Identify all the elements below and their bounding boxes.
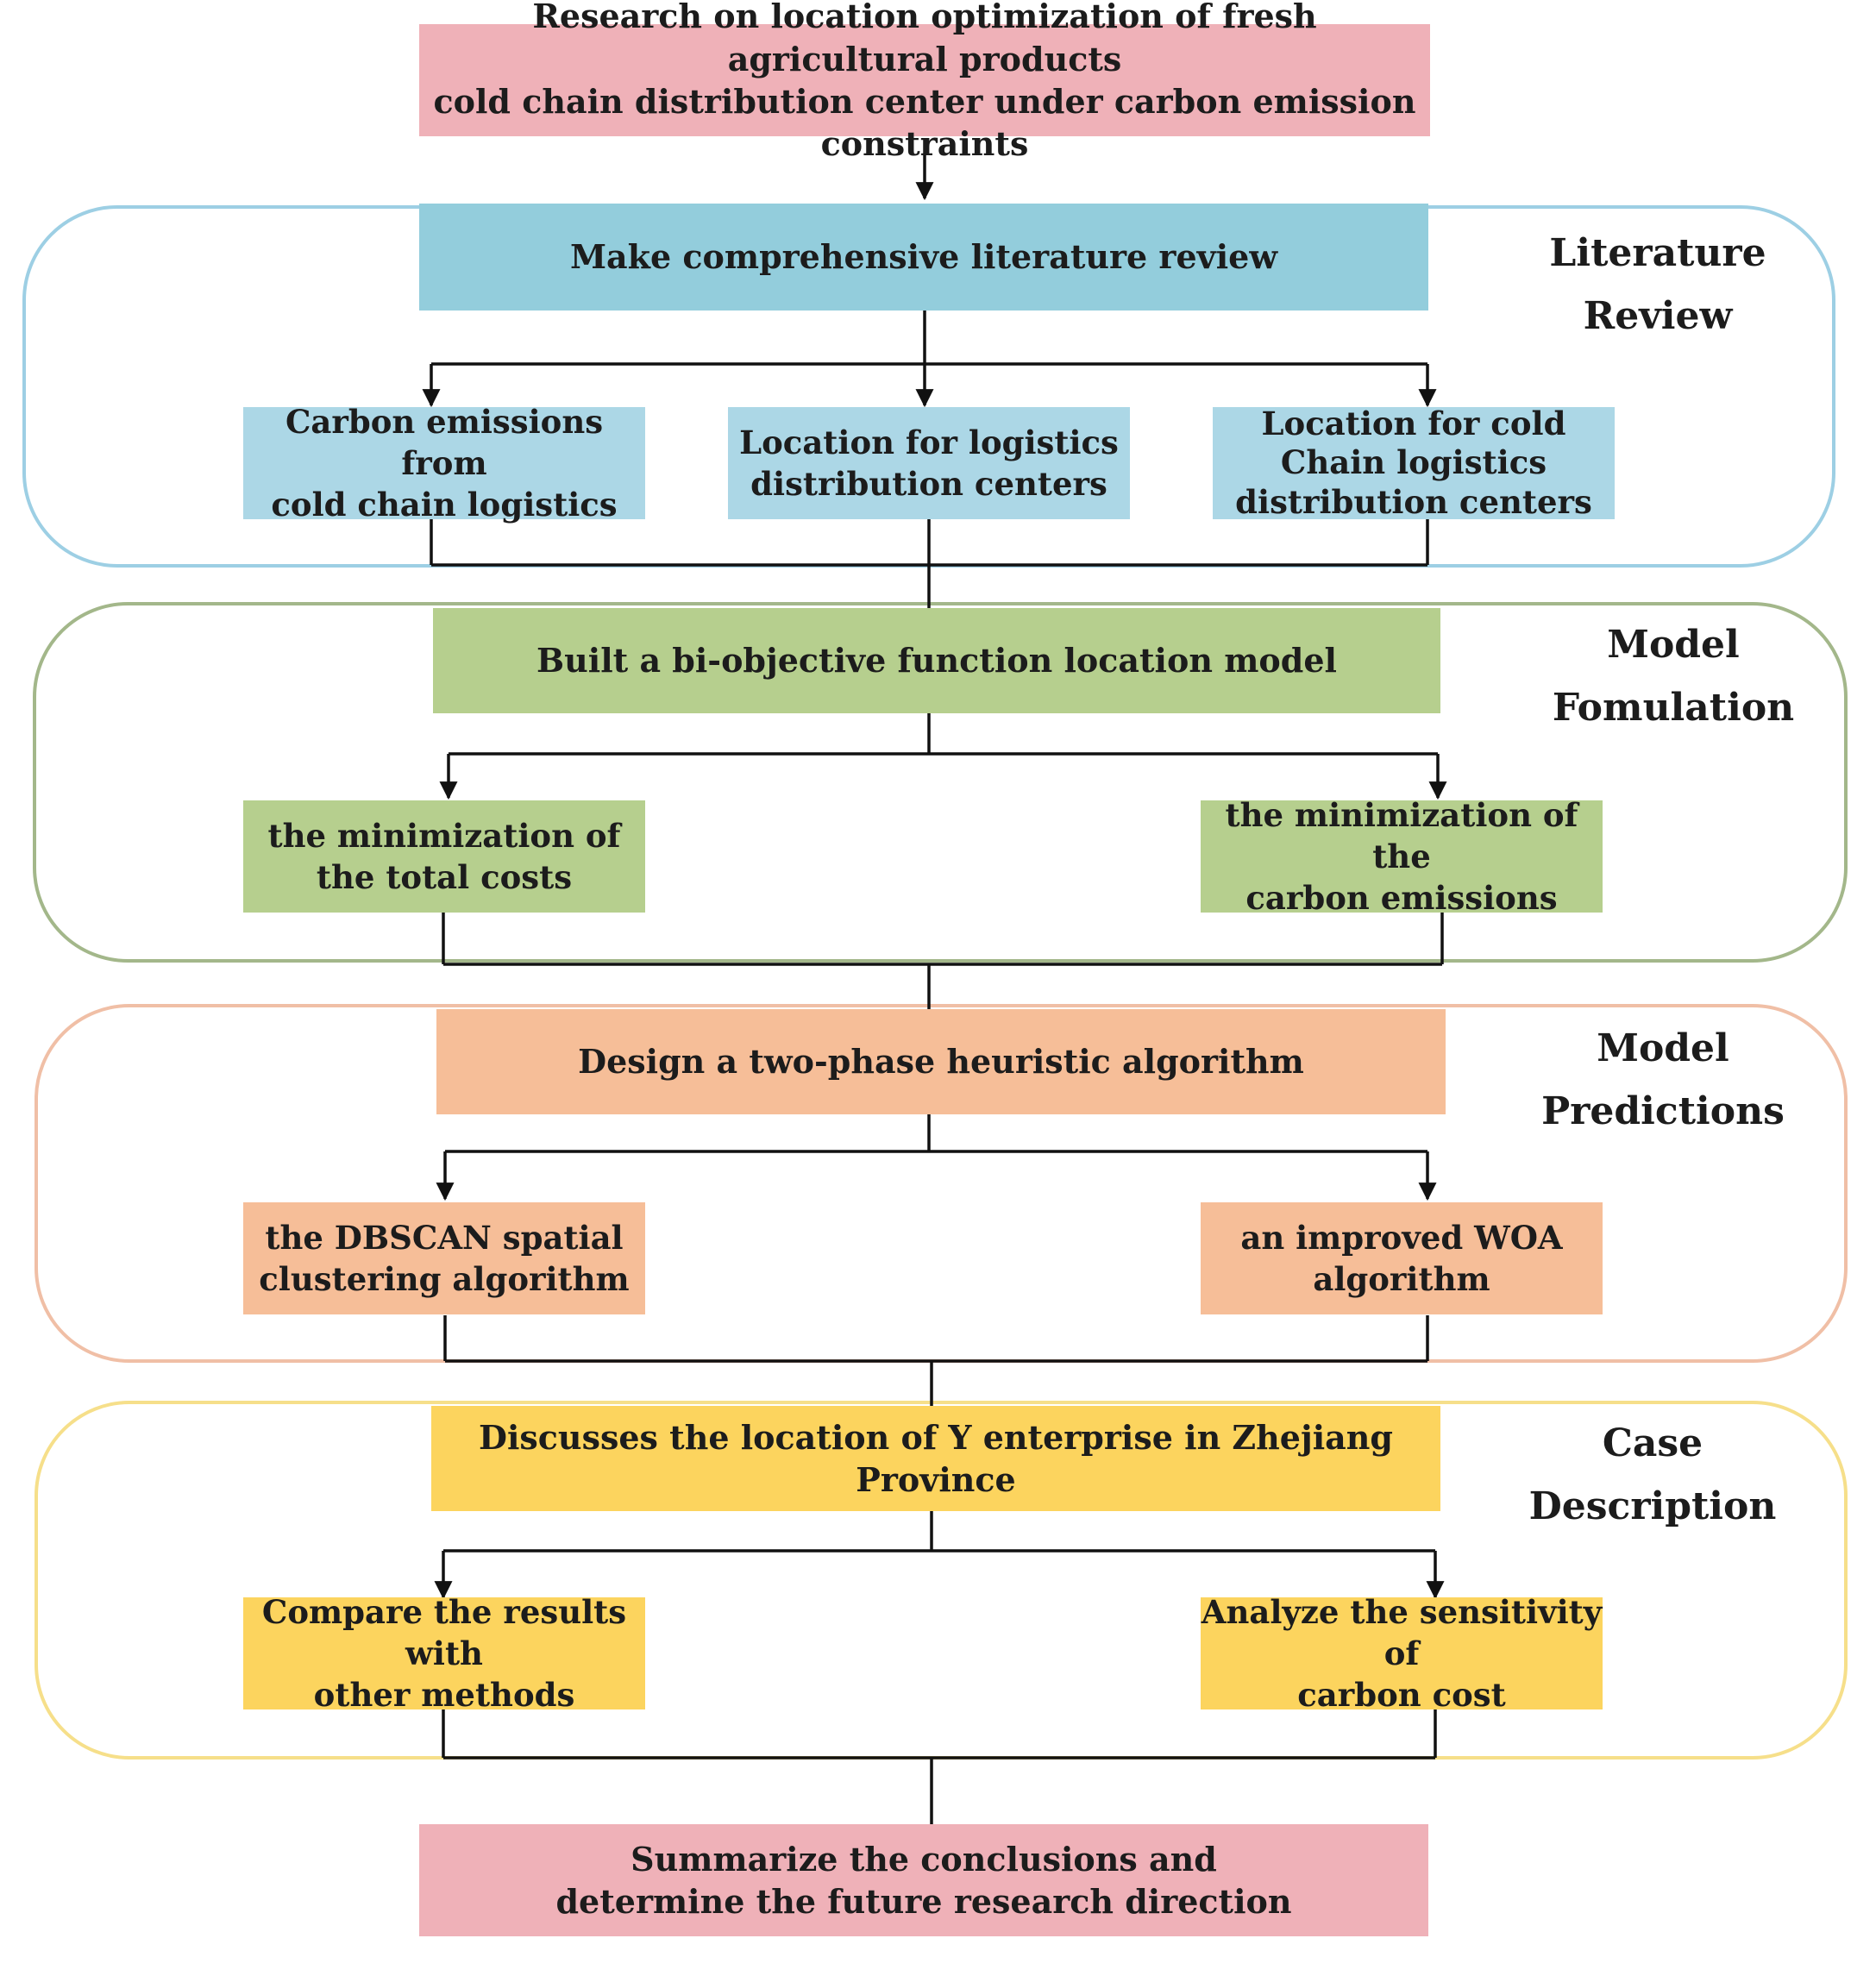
conclusion-line1: Summarize the conclusions and (631, 1839, 1217, 1879)
literature-left-line1: Carbon emissions from (285, 402, 604, 482)
model-stage-line1: Model (1607, 623, 1740, 667)
case-stage-label: Case Description (1515, 1413, 1791, 1538)
conclusion-line2: determine the future research direction (555, 1882, 1292, 1921)
model-left-box: the minimization of the total costs (243, 800, 645, 913)
predictions-stage-line2: Predictions (1541, 1088, 1785, 1133)
literature-left-line2: cold chain logistics (271, 486, 618, 524)
model-main-label: Built a bi-objective function location m… (536, 641, 1337, 681)
predictions-left-box: the DBSCAN spatial clustering algorithm (243, 1202, 645, 1314)
literature-right-line2: Chain logistics (1280, 443, 1547, 482)
case-left-box: Compare the results with other methods (243, 1593, 645, 1714)
case-right-line2: carbon cost (1297, 1676, 1506, 1715)
model-stage-line2: Fomulation (1552, 685, 1795, 730)
case-stage-line1: Case (1602, 1421, 1703, 1465)
literature-mid-line1: Location for logistics (739, 423, 1119, 461)
predictions-stage-line1: Model (1597, 1026, 1729, 1070)
model-right-line2: carbon emissions (1245, 879, 1558, 918)
predictions-left-line2: clustering algorithm (259, 1260, 630, 1298)
model-left-line1: the minimization of (267, 816, 621, 855)
literature-left-box: Carbon emissions from cold chain logisti… (243, 403, 645, 524)
literature-right-line1: Location for cold (1261, 405, 1566, 443)
predictions-right-line2: algorithm (1313, 1260, 1490, 1298)
literature-mid-line2: distribution centers (750, 465, 1107, 503)
literature-right-box: Location for cold Chain logistics distri… (1213, 405, 1615, 521)
predictions-left-line1: the DBSCAN spatial (265, 1218, 624, 1257)
case-main-box: Discusses the location of Y enterprise i… (431, 1406, 1440, 1511)
model-left-line2: the total costs (316, 858, 573, 896)
predictions-stage-label: Model Predictions (1525, 1018, 1801, 1143)
model-main-box: Built a bi-objective function location m… (433, 608, 1440, 713)
literature-stage-line1: Literature (1549, 231, 1766, 275)
literature-stage-label: Literature Review (1520, 223, 1796, 348)
case-stage-line2: Description (1528, 1484, 1777, 1528)
research-title-line1: Research on location optimization of fre… (532, 0, 1317, 78)
predictions-right-box: an improved WOA algorithm (1201, 1202, 1603, 1314)
case-right-box: Analyze the sensitivity of carbon cost (1201, 1593, 1603, 1714)
predictions-right-line1: an improved WOA (1240, 1218, 1563, 1257)
literature-mid-box: Location for logistics distribution cent… (728, 407, 1130, 519)
model-right-line1: the minimization of the (1225, 795, 1578, 875)
literature-main-box: Make comprehensive literature review (419, 204, 1428, 311)
case-right-line1: Analyze the sensitivity of (1201, 1592, 1603, 1672)
literature-main-label: Make comprehensive literature review (569, 237, 1278, 277)
conclusion-box: Summarize the conclusions and determine … (419, 1824, 1428, 1936)
model-formulation-frame (33, 602, 1848, 963)
case-main-label: Discusses the location of Y enterprise i… (479, 1417, 1393, 1499)
model-right-box: the minimization of the carbon emissions (1201, 796, 1603, 917)
literature-stage-line2: Review (1583, 293, 1733, 338)
case-left-line1: Compare the results with (261, 1592, 627, 1672)
case-left-line2: other methods (313, 1676, 575, 1715)
literature-right-line3: distribution centers (1235, 482, 1592, 521)
research-title-box: Research on location optimization of fre… (419, 0, 1430, 163)
predictions-main-label: Design a two-phase heuristic algorithm (578, 1042, 1304, 1082)
research-title-line2: cold chain distribution center under car… (433, 82, 1416, 164)
model-stage-label: Model Fomulation (1535, 614, 1811, 739)
predictions-main-box: Design a two-phase heuristic algorithm (436, 1009, 1446, 1114)
